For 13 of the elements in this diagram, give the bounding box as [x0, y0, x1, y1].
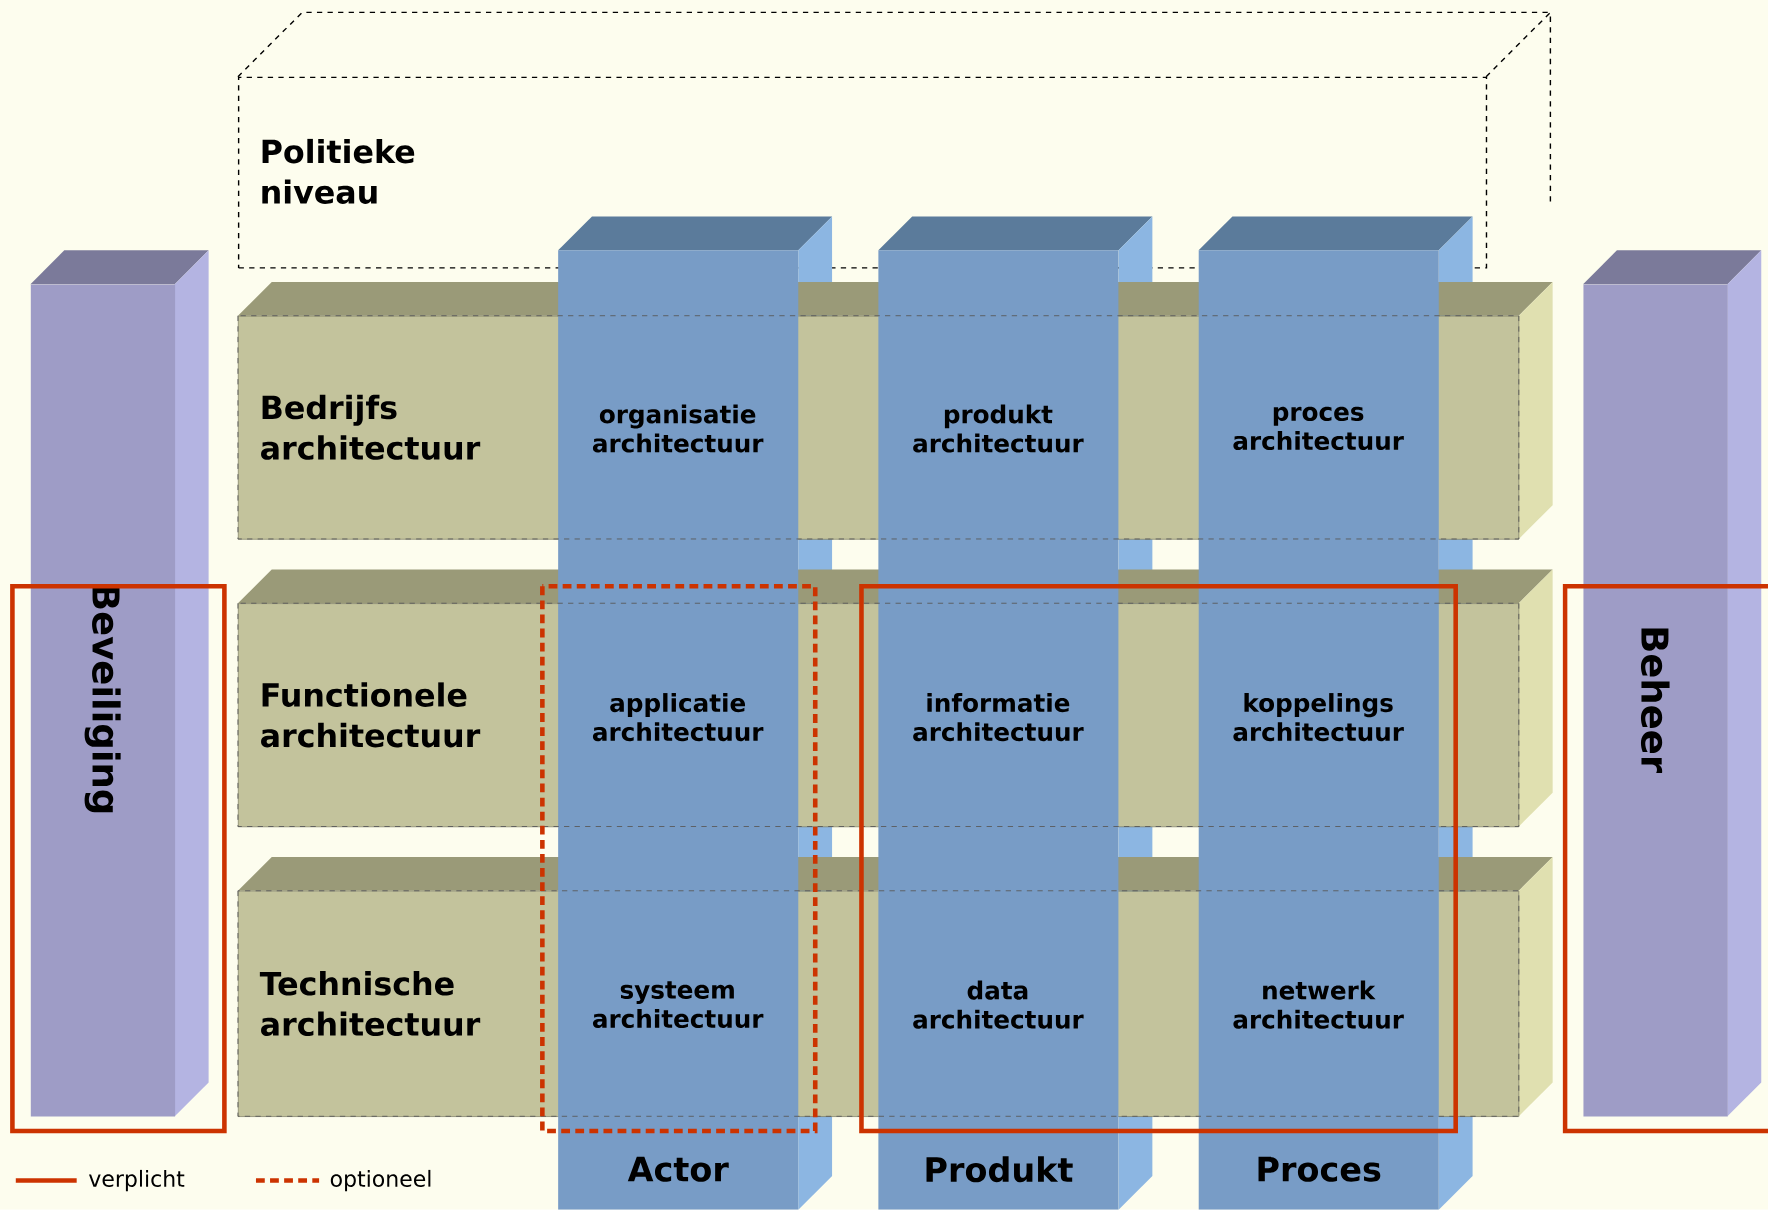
legend-label: optioneel [330, 1169, 431, 1192]
cell-label: koppelings architectuur [1233, 693, 1404, 742]
cell-label: netwerk architectuur [1233, 980, 1404, 1029]
legend-label: verplicht [88, 1169, 185, 1192]
cell-label: informatie architectuur [913, 693, 1084, 742]
cell-label: organisatie architectuur [592, 404, 764, 453]
cell-label: produkt architectuur [913, 404, 1084, 453]
vertical-bar: Beheer [1583, 250, 1762, 1117]
cell-label: applicatie architectuur [592, 693, 764, 742]
vertical-bar: Beveiliging [30, 250, 209, 1117]
cell-label: data architectuur [913, 980, 1084, 1029]
cell-label: proces architectuur [1233, 406, 1404, 451]
cell-label: systeem architectuur [592, 981, 764, 1029]
